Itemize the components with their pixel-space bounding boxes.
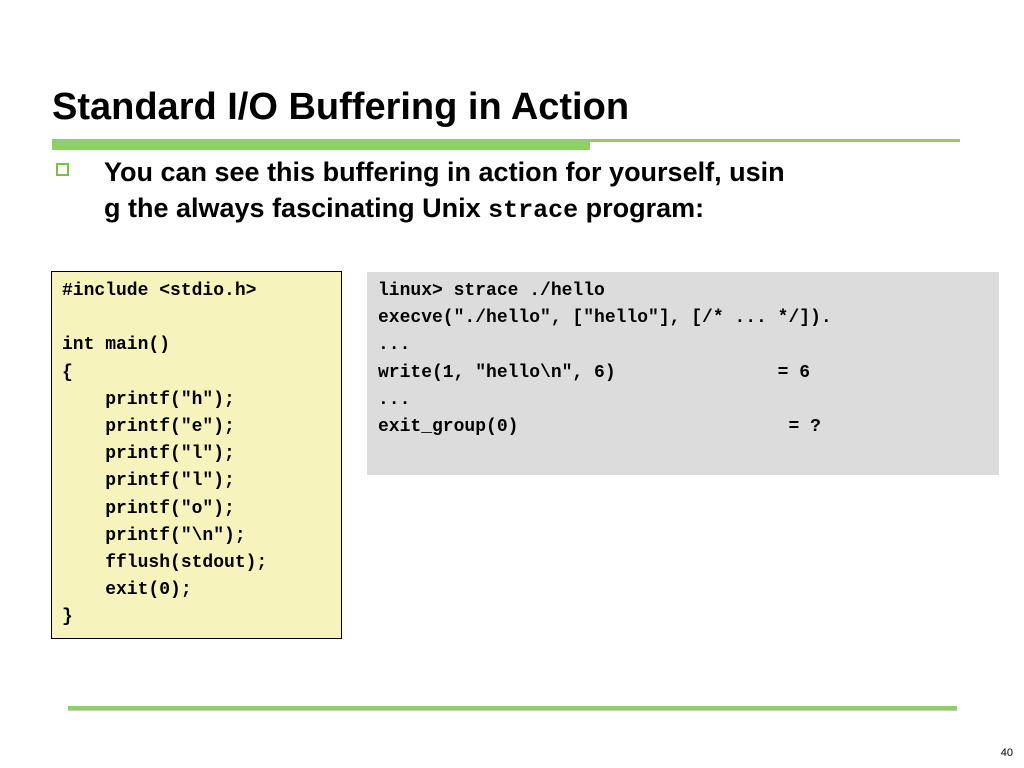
source-code-line: printf("h"); xyxy=(62,389,235,410)
bullet-text: You can see this buffering in action for… xyxy=(104,154,924,229)
strace-output-line: execve("./hello", ["hello"], [/* ... */]… xyxy=(378,308,832,329)
strace-command-inline: strace xyxy=(488,196,579,225)
slide-title: Standard I/O Buffering in Action xyxy=(52,86,630,128)
source-code-line: printf("o"); xyxy=(62,498,235,519)
bullet-line-2: g the always fascinating Unix strace pro… xyxy=(104,190,924,229)
source-code-line: int main() xyxy=(62,335,171,356)
source-code-line: { xyxy=(62,362,73,383)
strace-output-line: ... xyxy=(378,389,411,410)
strace-output-line: exit_group(0) = ? xyxy=(378,416,821,437)
source-code-line xyxy=(62,305,341,332)
title-underline-accent-bar xyxy=(52,139,590,150)
strace-output-box: linux> strace ./hello execve("./hello", … xyxy=(367,272,999,475)
source-code-line: printf("l"); xyxy=(62,471,235,492)
source-code-line: printf("\n"); xyxy=(62,525,246,546)
hollow-square-bullet-icon xyxy=(56,163,69,176)
page-number: 40 xyxy=(1000,747,1013,759)
strace-output-line: ... xyxy=(378,335,411,356)
source-code-line: printf("l"); xyxy=(62,444,235,465)
source-code-line: printf("e"); xyxy=(62,416,235,437)
source-code-line: #include <stdio.h> xyxy=(62,281,257,301)
bullet-line-2-prefix: g the always fascinating Unix xyxy=(104,193,489,223)
footer-rule xyxy=(68,706,957,710)
bullet-line-1: You can see this buffering in action for… xyxy=(104,157,785,187)
c-source-code-box: #include <stdio.h> int main() { printf("… xyxy=(51,271,342,639)
source-code-line: exit(0); xyxy=(62,580,192,601)
bullet-line-2-suffix: program: xyxy=(578,193,705,223)
strace-output-line: write(1, "hello\n", 6) = 6 xyxy=(378,362,811,383)
source-code-line: } xyxy=(62,607,73,628)
strace-output-line: linux> strace ./hello xyxy=(378,281,605,301)
source-code-line: fflush(stdout); xyxy=(62,552,268,573)
